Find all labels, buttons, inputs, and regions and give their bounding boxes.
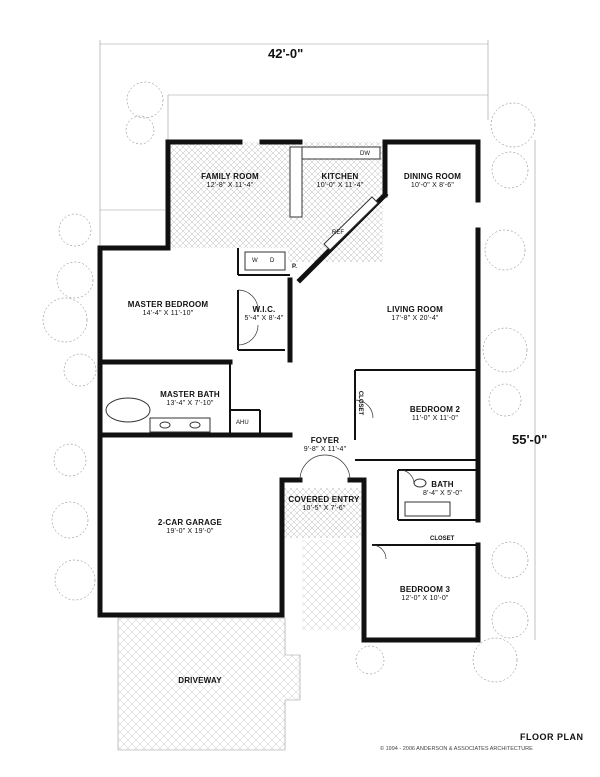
washer-label: W: [252, 258, 258, 264]
room-name: MASTER BATH: [160, 390, 220, 399]
room-name: BEDROOM 2: [409, 405, 461, 414]
room-name: COVERED ENTRY: [288, 495, 360, 504]
door-swings: [237, 289, 415, 560]
room-name: FAMILY ROOM: [201, 172, 259, 181]
walls: [97, 139, 481, 643]
room-dining-room: DINING ROOM 10'-0" X 8'-6": [390, 172, 475, 190]
room-name: BEDROOM 3: [399, 585, 451, 594]
room-living-room: LIVING ROOM 17'-8" X 20'-4": [370, 305, 460, 323]
room-name: KITCHEN: [321, 172, 359, 181]
room-size: 17'-8" X 20'-4": [391, 315, 439, 322]
room-name: MASTER BEDROOM: [127, 300, 209, 309]
room-name: BATH: [431, 480, 454, 489]
room-family-room: FAMILY ROOM 12'-8" X 11'-4": [180, 172, 280, 190]
room-size: 10'-0" X 8'-6": [410, 182, 455, 189]
room-size: 11'-0" X 11'-0": [411, 415, 459, 422]
room-size: 13'-4" X 7'-10": [166, 400, 214, 407]
room-driveway: DRIVEWAY: [160, 676, 240, 685]
room-name: 2-CAR GARAGE: [157, 518, 223, 527]
kitchen-counters: [244, 146, 381, 271]
depth-dimension: 55'-0": [512, 432, 548, 447]
bath-fixtures: [105, 397, 451, 517]
room-name: DINING ROOM: [403, 172, 462, 181]
dishwasher-label: DW: [360, 151, 370, 157]
plan-title: FLOOR PLAN: [520, 732, 584, 742]
room-master-bedroom: MASTER BEDROOM 14'-4" X 11'-10": [108, 300, 228, 318]
copyright-text: © 1994 - 2006 ANDERSON & ASSOCIATES ARCH…: [380, 746, 533, 752]
pantry-label: P.: [292, 264, 297, 270]
closet-label: CLOSET: [430, 536, 455, 542]
room-foyer: FOYER 9'-8" X 11'-4": [295, 436, 355, 454]
room-covered-entry: COVERED ENTRY 10'-5" X 7'-6": [288, 495, 360, 513]
tiled-floor: [168, 142, 383, 630]
thin-walls: [229, 248, 478, 546]
room-size: 9'-8" X 11'-4": [303, 446, 347, 453]
room-wic: W.I.C. 5'-4" X 8'-4": [240, 305, 288, 323]
room-size: 10'-0" X 11'-4": [316, 182, 364, 189]
room-bath: BATH 8'-4" X 5'-0": [415, 480, 470, 498]
refrigerator-label: REF: [332, 230, 344, 236]
room-name: W.I.C.: [252, 305, 276, 314]
room-size: 8'-4" X 5'-0": [422, 490, 463, 497]
landscaping: [42, 81, 536, 683]
room-name: DRIVEWAY: [178, 676, 222, 685]
room-bedroom-2: BEDROOM 2 11'-0" X 11'-0": [395, 405, 475, 423]
room-size: 14'-4" X 11'-10": [142, 310, 194, 317]
room-bedroom-3: BEDROOM 3 12'-0" X 10'-0": [385, 585, 465, 603]
room-size: 10'-5" X 7'-6": [302, 505, 346, 512]
room-size: 12'-8" X 11'-4": [206, 182, 254, 189]
room-size: 5'-4" X 8'-4": [244, 315, 284, 322]
room-kitchen: KITCHEN 10'-0" X 11'-4": [305, 172, 375, 190]
closet-label-vertical: CLOSET: [357, 390, 364, 416]
room-size: 12'-0" X 10'-0": [401, 595, 449, 602]
width-dimension: 42'-0": [268, 46, 304, 61]
dryer-label: D: [270, 258, 275, 264]
ahu-label: AHU: [236, 420, 249, 426]
room-master-bath: MASTER BATH 13'-4" X 7'-10": [155, 390, 225, 408]
room-name: LIVING ROOM: [387, 305, 443, 314]
room-size: 19'-0" X 19'-0": [166, 528, 214, 535]
room-garage: 2-CAR GARAGE 19'-0" X 19'-0": [135, 518, 245, 536]
room-name: FOYER: [310, 436, 340, 445]
driveway-area: [117, 617, 301, 751]
